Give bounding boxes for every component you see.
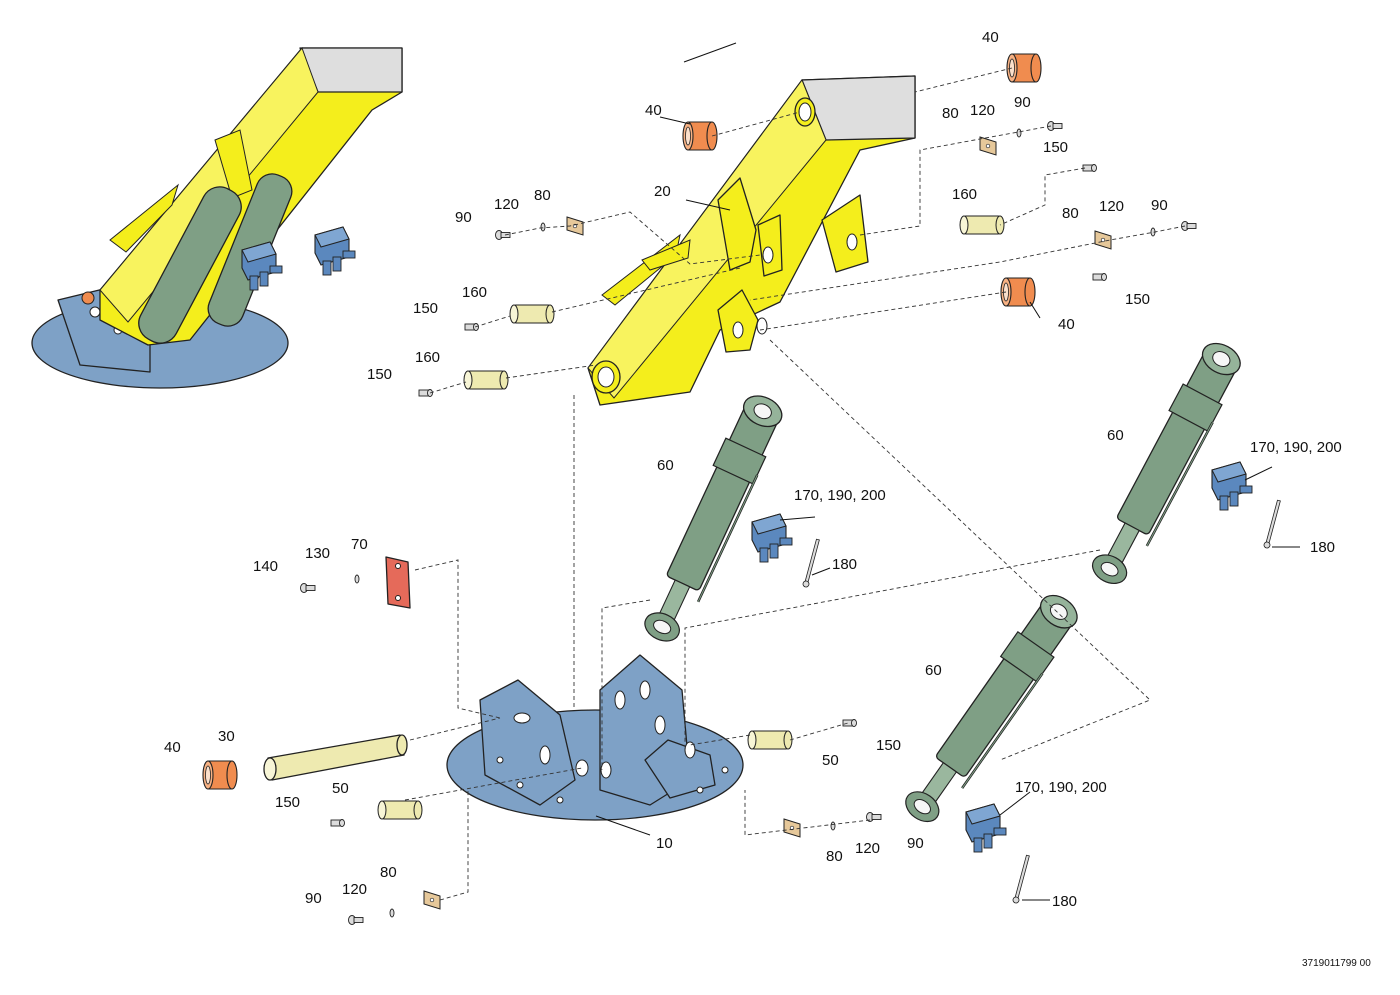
callout-160: 160: [415, 349, 440, 366]
assembly-overview-icon: [31, 47, 403, 389]
swing-frame-icon: [587, 75, 916, 406]
callout-120: 120: [855, 840, 880, 857]
callout-120: 120: [494, 196, 519, 213]
callout-130: 130: [305, 545, 330, 562]
callout-150: 150: [1043, 139, 1068, 156]
callout-90: 90: [1151, 197, 1168, 214]
callout-170-190-200: 170, 190, 200: [1015, 779, 1107, 796]
callout-40: 40: [982, 29, 999, 46]
callout-60: 60: [925, 662, 942, 679]
callout-140: 140: [253, 558, 278, 575]
callout-labels: 40 40 40 40 80 80 80 80 80 120 120 120 1…: [164, 29, 1342, 910]
callout-50: 50: [332, 780, 349, 797]
callout-40: 40: [645, 102, 662, 119]
callout-10: 10: [656, 835, 673, 852]
callout-80: 80: [826, 848, 843, 865]
swivel-base-icon: [446, 654, 744, 821]
callout-150: 150: [1125, 291, 1150, 308]
callout-120: 120: [1099, 198, 1124, 215]
leader-lines: [595, 42, 1300, 901]
callout-180: 180: [1052, 893, 1077, 910]
bolt-icon: [300, 121, 1281, 925]
callout-30: 30: [218, 728, 235, 745]
plate-icon: [385, 136, 1112, 910]
callout-120: 120: [342, 881, 367, 898]
callout-180: 180: [832, 556, 857, 573]
callout-40: 40: [164, 739, 181, 756]
callout-120: 120: [970, 102, 995, 119]
callout-90: 90: [1014, 94, 1031, 111]
callout-60: 60: [657, 457, 674, 474]
drawing-number: 3719011799 00: [1302, 958, 1371, 969]
callout-170-190-200: 170, 190, 200: [1250, 439, 1342, 456]
callout-60: 60: [1107, 427, 1124, 444]
callout-150: 150: [367, 366, 392, 383]
callout-150: 150: [275, 794, 300, 811]
callout-50: 50: [822, 752, 839, 769]
callout-80: 80: [380, 864, 397, 881]
callout-70: 70: [351, 536, 368, 553]
callout-160: 160: [952, 186, 977, 203]
callout-150: 150: [876, 737, 901, 754]
callout-80: 80: [534, 187, 551, 204]
pin-icon: [263, 215, 1005, 820]
callout-180: 180: [1310, 539, 1335, 556]
callout-170-190-200: 170, 190, 200: [794, 487, 886, 504]
callout-90: 90: [455, 209, 472, 226]
assembly-lines: [404, 67, 1186, 901]
callout-90: 90: [305, 890, 322, 907]
callout-150: 150: [413, 300, 438, 317]
callout-20: 20: [654, 183, 671, 200]
callout-160: 160: [462, 284, 487, 301]
callout-80: 80: [942, 105, 959, 122]
callout-90: 90: [907, 835, 924, 852]
callout-80: 80: [1062, 205, 1079, 222]
callout-40: 40: [1058, 316, 1075, 333]
